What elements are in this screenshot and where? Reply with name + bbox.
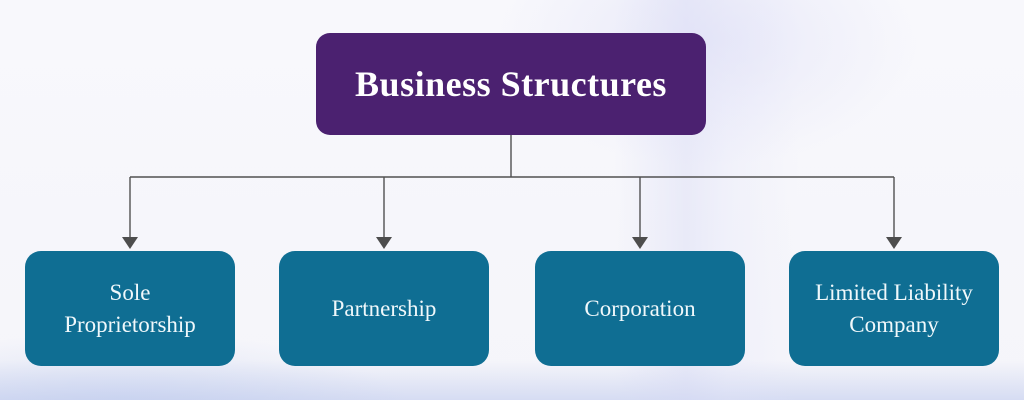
root-node-business-structures: Business Structures	[316, 33, 706, 135]
root-node-label: Business Structures	[355, 64, 667, 104]
child-node-label: Partnership	[331, 295, 437, 321]
arrowhead-icon-3	[632, 237, 648, 249]
child-node-label: Limited Liability Company	[815, 279, 973, 337]
child-node-partnership: Partnership	[279, 251, 489, 366]
arrowhead-icon-1	[122, 237, 138, 249]
child-node-corporation: Corporation	[535, 251, 745, 366]
child-node-limited-liability-company: Limited Liability Company	[789, 251, 999, 366]
arrowhead-icon-2	[376, 237, 392, 249]
child-node-sole-proprietorship: Sole Proprietorship	[25, 251, 235, 366]
arrowhead-icon-4	[886, 237, 902, 249]
child-node-label: Sole Proprietorship	[64, 279, 196, 337]
child-node-label: Corporation	[584, 295, 696, 321]
